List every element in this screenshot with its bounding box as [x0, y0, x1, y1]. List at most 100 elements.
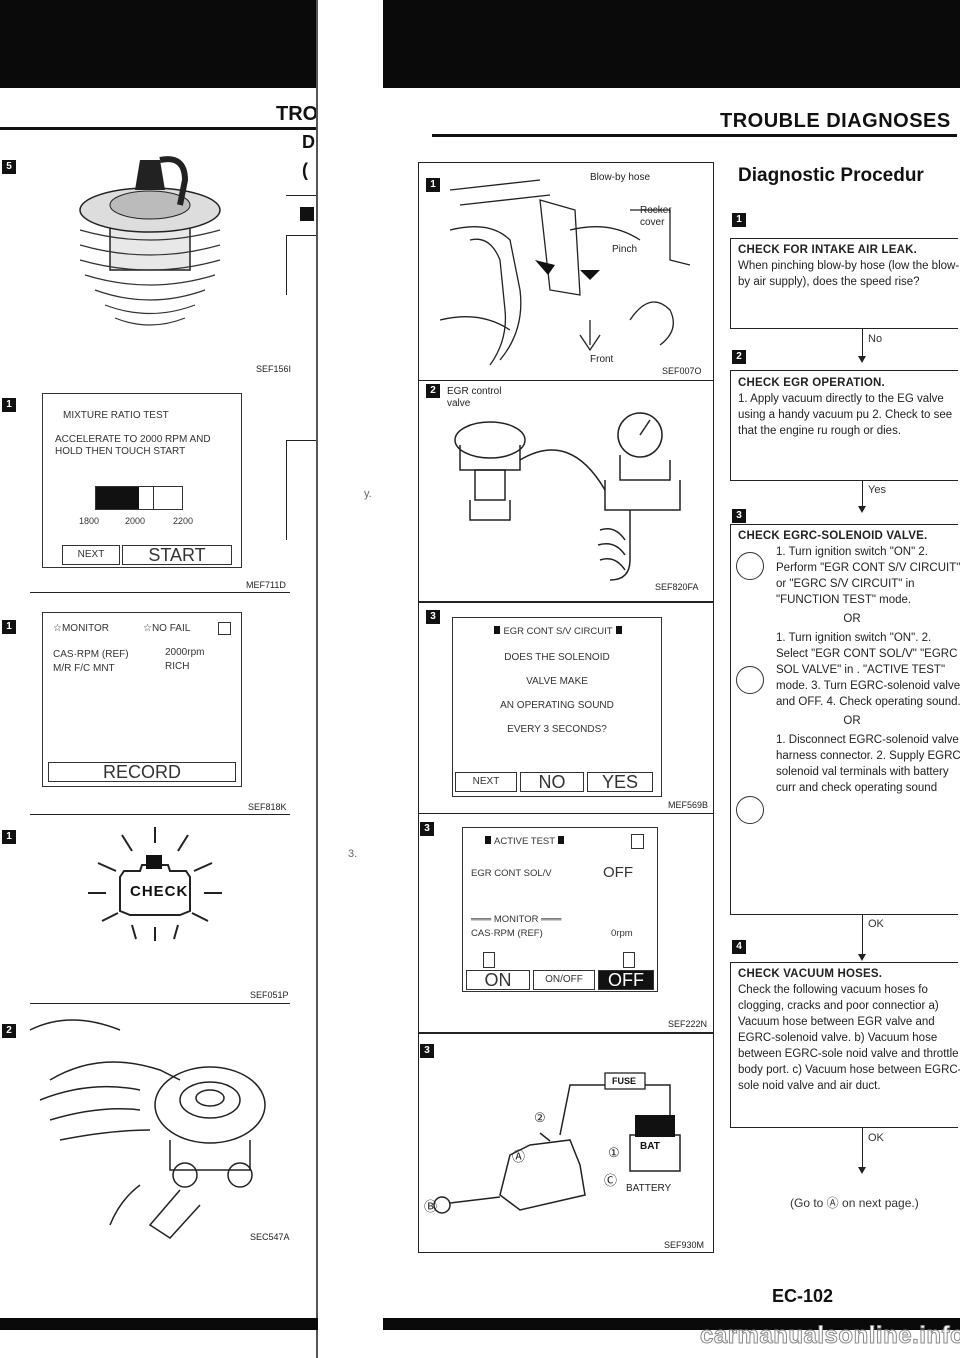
- active-hand-left-icon: [483, 952, 495, 968]
- step1-bottom-rule: [730, 328, 958, 330]
- left-fig2-code: MEF711D: [246, 580, 286, 590]
- step3-bottom-rule: [730, 914, 958, 916]
- center-fig4-code: SEF222N: [668, 1019, 708, 1029]
- conn2-arrow: [858, 506, 866, 513]
- conn3-arrow: [858, 954, 866, 961]
- watermark: carmanualsonline.info: [699, 1322, 960, 1350]
- gutter-mark-2: 3.: [348, 848, 358, 860]
- conn1-arrow: [858, 356, 866, 363]
- active-test-screen: ACTIVE TEST EGR CONT SOL/V OFF ═══ MONIT…: [462, 827, 658, 992]
- step3-body3: 1. Disconnect EGRC-solenoid valve harnes…: [776, 734, 960, 794]
- consult-icon-2: [736, 666, 764, 694]
- record-button[interactable]: RECORD: [48, 762, 236, 782]
- mixture-next-button[interactable]: NEXT: [62, 545, 120, 565]
- monitor-label: ☆MONITOR: [53, 623, 110, 634]
- monitor-row2-value: RICH: [165, 661, 190, 672]
- step2: CHECK EGR OPERATION. 1. Apply vacuum dir…: [730, 375, 960, 439]
- conn3-line: [862, 915, 864, 955]
- fold-line: [316, 0, 318, 1358]
- left-fig3-badge: 1: [2, 620, 16, 634]
- tester-icon: [736, 796, 764, 824]
- header-rule-right: [432, 134, 957, 137]
- label-front: Front: [590, 354, 614, 365]
- conn-ok1: OK: [868, 918, 884, 930]
- step4-badge: 4: [732, 940, 746, 954]
- header-left-title: TRO: [276, 103, 319, 125]
- step3-or1: OR: [843, 613, 861, 625]
- mixture-scale-2000: 2000: [125, 516, 146, 526]
- step3: CHECK EGRC-SOLENOID VALVE. 1. Turn ignit…: [730, 528, 960, 796]
- mixture-start-button[interactable]: START: [122, 545, 232, 565]
- active-test-checkbox[interactable]: [631, 834, 644, 849]
- diagnostic-heading: Diagnostic Procedur: [738, 165, 924, 186]
- egr-cont-screen: EGR CONT S/V CIRCUIT DOES THE SOLENOID V…: [452, 617, 662, 797]
- egr-cont-line-4: EVERY 3 SECONDS?: [507, 724, 607, 735]
- solenoid-battery-illustration: [433, 1072, 681, 1214]
- monitor-row1-label: CAS·RPM (REF): [53, 649, 129, 660]
- battery-label: BATTERY: [626, 1183, 672, 1194]
- bat-label: BAT: [640, 1141, 660, 1152]
- mixture-instruction: ACCELERATE TO 2000 RPM AND HOLD THEN TOU…: [55, 434, 211, 457]
- active-row2-value: 0rpm: [611, 928, 633, 939]
- step3-title: CHECK EGRC-SOLENOID VALVE.: [738, 530, 928, 542]
- egr-cont-yes-button[interactable]: YES: [587, 772, 653, 792]
- left-fig5-badge: 2: [2, 1024, 16, 1038]
- active-row2-label: CAS·RPM (REF): [471, 928, 543, 939]
- left-divider-3: [30, 1003, 290, 1005]
- egr-cont-line-3: AN OPERATING SOUND: [500, 700, 614, 711]
- conn1-line: [862, 329, 864, 357]
- step4-bottom-rule: [730, 1127, 958, 1129]
- left-fig4-code: SEF051P: [250, 990, 289, 1000]
- conn-yes: Yes: [868, 484, 886, 496]
- egr-valve-hand-illustration: [29, 1019, 266, 1239]
- step4-title: CHECK VACUUM HOSES.: [738, 968, 883, 980]
- center-fig5-badge: 3: [420, 1044, 434, 1058]
- title-marker-right: [615, 626, 622, 634]
- consult-icon-1: [736, 552, 764, 580]
- conn4-line: [862, 1128, 864, 1168]
- active-marker-right: [558, 836, 565, 844]
- mixture-gauge-mid: [152, 487, 154, 509]
- label-egr-control-valve: EGR control valve: [447, 386, 502, 409]
- left-fig1-code: SEF156I: [256, 364, 292, 374]
- conn2-line: [862, 481, 864, 507]
- top-bar-right: [383, 0, 960, 88]
- mixture-gauge-fill: [96, 487, 139, 509]
- active-on-button[interactable]: ON: [466, 970, 530, 990]
- active-onoff-button[interactable]: ON/OFF: [533, 970, 595, 990]
- center-fig2-frame: [418, 380, 714, 602]
- step1-body: When pinching blow-by hose (low the blow…: [738, 260, 960, 288]
- egr-cont-next-button[interactable]: NEXT: [455, 772, 517, 792]
- mixture-title: MIXTURE RATIO TEST: [63, 410, 169, 421]
- title-marker-left: [494, 626, 501, 634]
- step3-box: [730, 524, 958, 914]
- fragment-badge-5: [300, 207, 314, 221]
- header-rule-left: [0, 127, 318, 130]
- left-fig1-badge: 5: [2, 160, 16, 174]
- active-marker-left: [485, 836, 491, 844]
- egr-cont-title: EGR CONT S/V CIRCUIT: [463, 626, 653, 637]
- mixture-scale-2200: 2200: [173, 516, 194, 526]
- active-row1-value: OFF: [603, 864, 633, 881]
- egr-cont-title-text: EGR CONT S/V CIRCUIT: [503, 626, 613, 637]
- step3-or2: OR: [843, 715, 861, 727]
- active-off-button[interactable]: OFF: [598, 970, 654, 990]
- mixture-scale-1800: 1800: [79, 516, 100, 526]
- nofail-label: ☆NO FAIL: [143, 623, 191, 634]
- bottom-bar-right: [383, 1318, 960, 1330]
- mark-b: Ⓑ: [424, 1199, 438, 1214]
- step3-badge: 3: [732, 509, 746, 523]
- mixture-ratio-screen: MIXTURE RATIO TEST ACCELERATE TO 2000 RP…: [42, 393, 242, 568]
- step3-body2: 1. Turn ignition switch "ON". 2. Select …: [776, 632, 960, 708]
- step4-box: [730, 962, 958, 1127]
- conn-ok2: OK: [868, 1132, 884, 1144]
- fragment-box-1: [286, 235, 316, 295]
- fragment-rule: [286, 195, 316, 197]
- egr-cont-no-button[interactable]: NO: [520, 772, 584, 792]
- step1-badge: 1: [732, 213, 746, 227]
- center-fig2-badge: 2: [426, 384, 440, 398]
- center-fig3-badge: 3: [426, 610, 440, 624]
- center-fig3-code: MEF569B: [668, 800, 709, 810]
- active-monitor: ═══ MONITOR ═══: [471, 914, 562, 925]
- monitor-checkbox[interactable]: [218, 622, 231, 635]
